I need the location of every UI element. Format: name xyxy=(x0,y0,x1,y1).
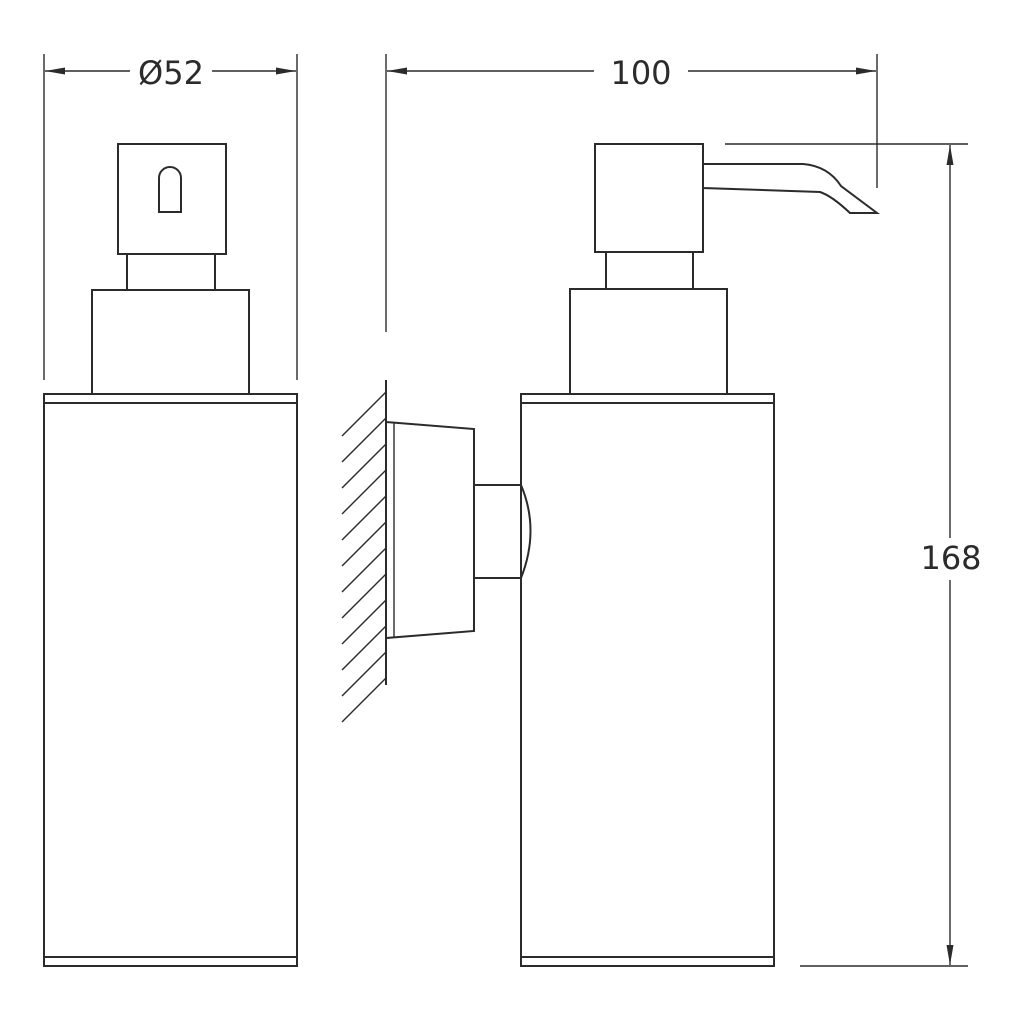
wall-bracket xyxy=(385,420,532,640)
hatch-line xyxy=(341,443,387,489)
hatch-line xyxy=(341,573,387,619)
hatch-line xyxy=(341,599,387,645)
depth-dimension: 100 xyxy=(385,54,878,332)
bracket-connector xyxy=(473,484,532,579)
side-collar xyxy=(569,288,728,395)
side-pump-head xyxy=(594,143,704,253)
front-view xyxy=(43,143,298,967)
bracket-wall-plate xyxy=(385,420,475,640)
side-bottle-bottom-rim xyxy=(520,956,775,967)
side-spout xyxy=(702,163,880,214)
hatch-line xyxy=(341,417,387,463)
diameter-dimension: Ø52 xyxy=(43,54,298,380)
front-pump-stem xyxy=(126,253,216,291)
front-bottle-body xyxy=(43,402,298,958)
height-dimension: 168 xyxy=(725,143,982,967)
depth-label: 100 xyxy=(610,54,671,92)
side-view xyxy=(520,143,880,967)
hatch-line xyxy=(341,391,387,437)
front-bottle-top-rim xyxy=(43,393,298,404)
hatch-line xyxy=(341,651,387,697)
hatch-line xyxy=(341,677,387,723)
front-nozzle-opening xyxy=(158,166,182,213)
hatch-line xyxy=(341,469,387,515)
side-bottle-top-rim xyxy=(520,393,775,404)
hatch-line xyxy=(341,521,387,567)
side-bottle-body xyxy=(520,402,775,958)
hatch-line xyxy=(341,625,387,671)
front-collar xyxy=(91,289,250,395)
side-pump-stem xyxy=(605,251,694,290)
diameter-label: Ø52 xyxy=(138,54,204,92)
wall xyxy=(341,380,387,723)
hatch-line xyxy=(341,495,387,541)
hatch-line xyxy=(341,547,387,593)
wall-hatching xyxy=(341,391,387,723)
front-pump-head xyxy=(117,143,227,255)
height-label: 168 xyxy=(920,539,981,577)
front-bottle-bottom-rim xyxy=(43,956,298,967)
